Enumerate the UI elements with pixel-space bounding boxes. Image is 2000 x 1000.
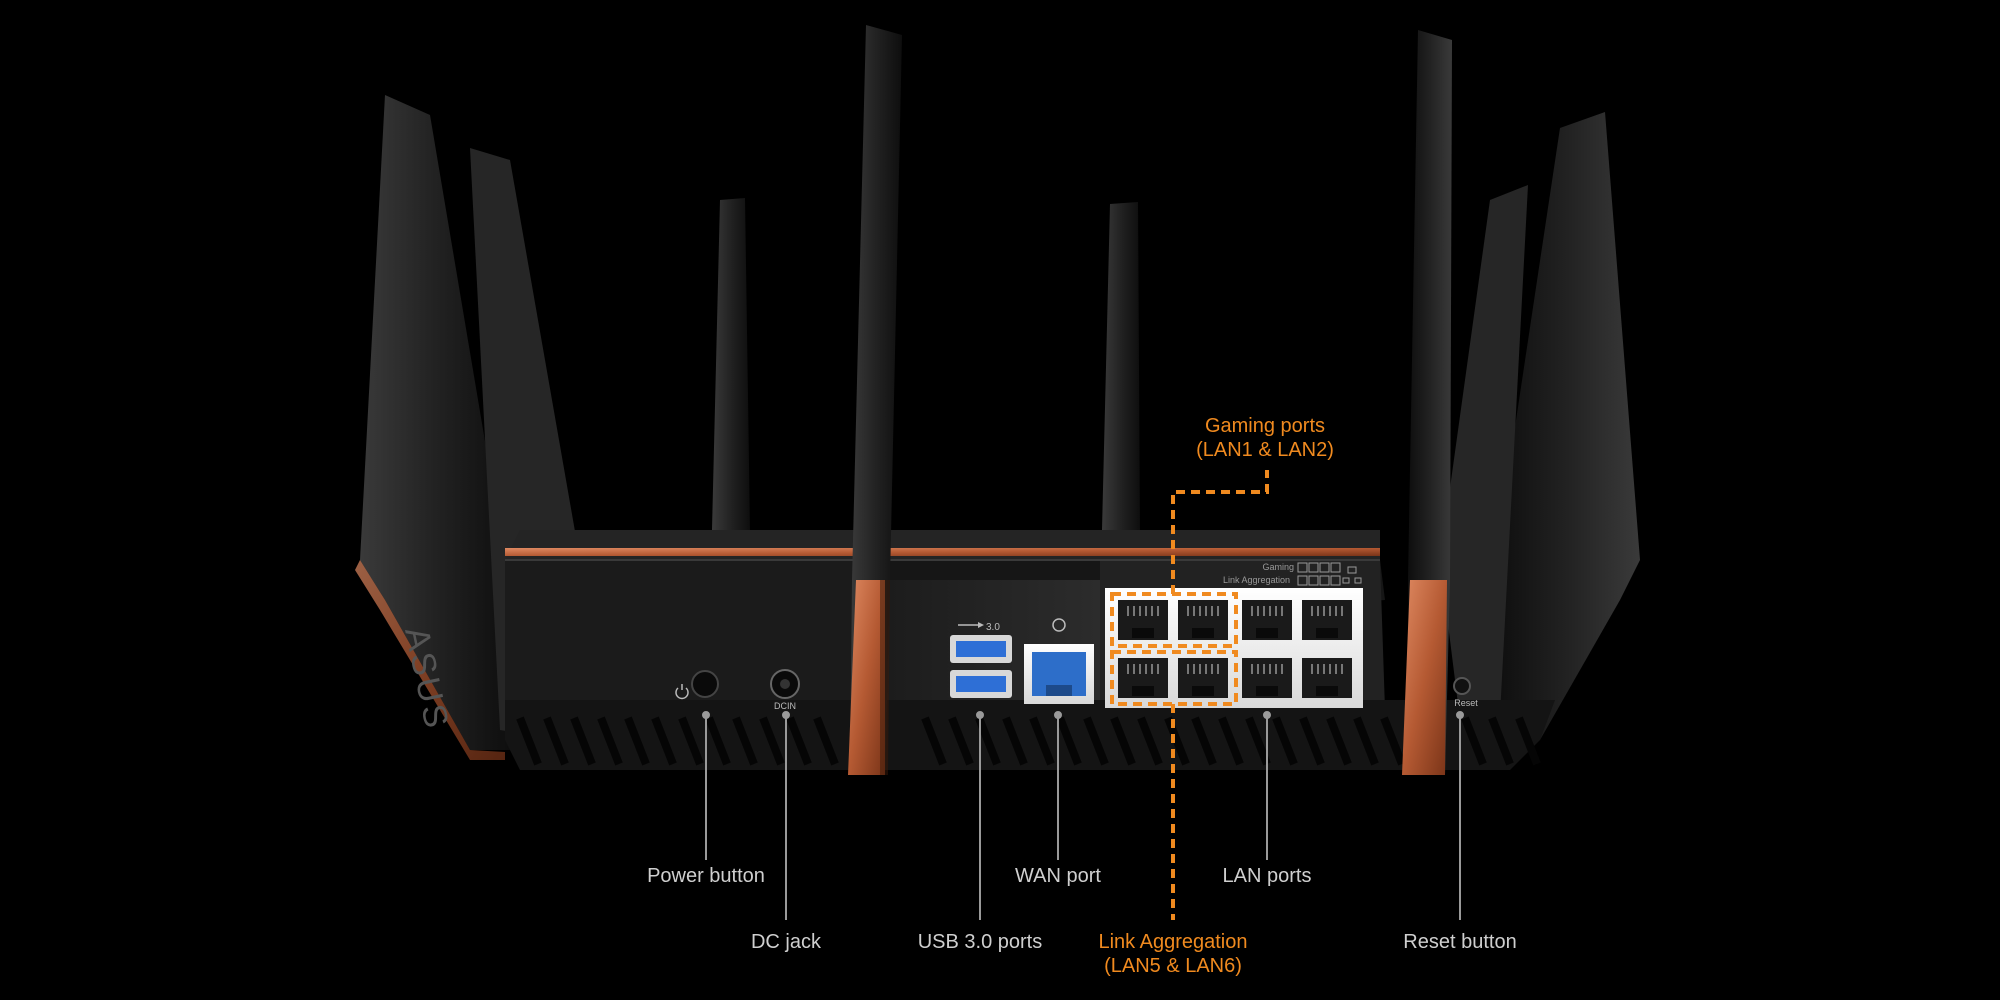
- gaming-ports-label-line1: Gaming ports: [1204, 415, 1326, 437]
- vent-slot: [678, 716, 704, 766]
- vent-slot: [1515, 716, 1541, 766]
- dc-in-marking: DCIN: [774, 701, 796, 711]
- vent-slot: [1245, 716, 1271, 766]
- vent-slot: [1299, 716, 1325, 766]
- vent-slot: [732, 716, 758, 766]
- vent-slot: [543, 716, 569, 766]
- antenna-back-left: [712, 198, 750, 530]
- lan-port[interactable]: [1178, 600, 1228, 640]
- antenna-center-left: [848, 25, 902, 775]
- usb-port-2[interactable]: [950, 670, 1012, 698]
- wan-port-label: WAN port: [1015, 865, 1101, 887]
- vent-slot: [1002, 716, 1028, 766]
- network-icon: [1342, 566, 1362, 584]
- power-icon: [675, 684, 689, 700]
- antenna-wing-right: [1440, 112, 1640, 740]
- vent-grille: [516, 716, 1541, 766]
- vent-slot: [705, 716, 731, 766]
- vent-slot: [1488, 716, 1514, 766]
- link-aggregation-label: Link Aggregation (LAN5 & LAN6): [1068, 930, 1278, 978]
- gaming-ports-leader: [1171, 470, 1269, 594]
- wan-port[interactable]: [1024, 644, 1094, 704]
- vent-slot: [1461, 716, 1487, 766]
- vent-slot: [1137, 716, 1163, 766]
- lan-port[interactable]: [1302, 658, 1352, 698]
- usb-version-marking: 3.0: [986, 622, 1000, 633]
- vent-slot: [813, 716, 839, 766]
- lan-port[interactable]: [1178, 658, 1228, 698]
- vent-slot: [1218, 716, 1244, 766]
- lan-port[interactable]: [1118, 658, 1168, 698]
- internet-globe-icon: [1052, 618, 1066, 632]
- vent-slot: [1353, 716, 1379, 766]
- vent-slot: [1029, 716, 1055, 766]
- link-aggregation-label-line2: (LAN5 & LAN6): [1104, 955, 1242, 977]
- power-button-label: Power button: [647, 865, 765, 887]
- reset-button-label: Reset button: [1403, 931, 1517, 953]
- vent-slot: [759, 716, 785, 766]
- vent-slot: [570, 716, 596, 766]
- vent-slot: [975, 716, 1001, 766]
- lan-port[interactable]: [1242, 600, 1292, 640]
- antenna-center-right: [1402, 30, 1452, 775]
- reset-marking: Reset: [1454, 698, 1478, 708]
- vent-slot: [597, 716, 623, 766]
- lan-port[interactable]: [1302, 600, 1352, 640]
- vent-slot: [1083, 716, 1109, 766]
- vent-slot: [1326, 716, 1352, 766]
- leader-lines: [702, 711, 1464, 920]
- antenna-back-right: [1102, 202, 1140, 530]
- legend-link-aggregation: Link Aggregation: [1223, 575, 1290, 585]
- vent-slot: [948, 716, 974, 766]
- lan-ports: [1118, 600, 1352, 698]
- vent-slot: [1380, 716, 1406, 766]
- legend-gaming: Gaming: [1262, 562, 1294, 572]
- lan-ports-label: LAN ports: [1222, 865, 1312, 887]
- dc-jack: [770, 669, 800, 699]
- port-legend: Gaming Link Aggregation: [1223, 562, 1362, 586]
- gaming-ports-label: Gaming ports (LAN1 & LAN2): [1160, 414, 1370, 462]
- vent-slot: [1191, 716, 1217, 766]
- gaming-ports-label-line2: (LAN1 & LAN2): [1196, 439, 1334, 461]
- usb-port-1[interactable]: [950, 635, 1012, 663]
- link-aggregation-highlight: [1110, 650, 1238, 706]
- vent-slot: [921, 716, 947, 766]
- reset-button[interactable]: [1453, 677, 1471, 695]
- power-button[interactable]: [691, 670, 719, 698]
- vent-slot: [516, 716, 542, 766]
- lan-port[interactable]: [1118, 600, 1168, 640]
- lan-port[interactable]: [1242, 658, 1292, 698]
- dc-jack-label: DC jack: [750, 931, 821, 953]
- vent-slot: [1056, 716, 1082, 766]
- vent-slot: [624, 716, 650, 766]
- vent-slot: [1110, 716, 1136, 766]
- link-aggregation-label-line1: Link Aggregation: [1098, 931, 1248, 953]
- vent-slot: [786, 716, 812, 766]
- usb-icon: [958, 622, 984, 628]
- vent-slot: [1272, 716, 1298, 766]
- vent-slot: [651, 716, 677, 766]
- usb-ports-label: USB 3.0 ports: [917, 931, 1043, 953]
